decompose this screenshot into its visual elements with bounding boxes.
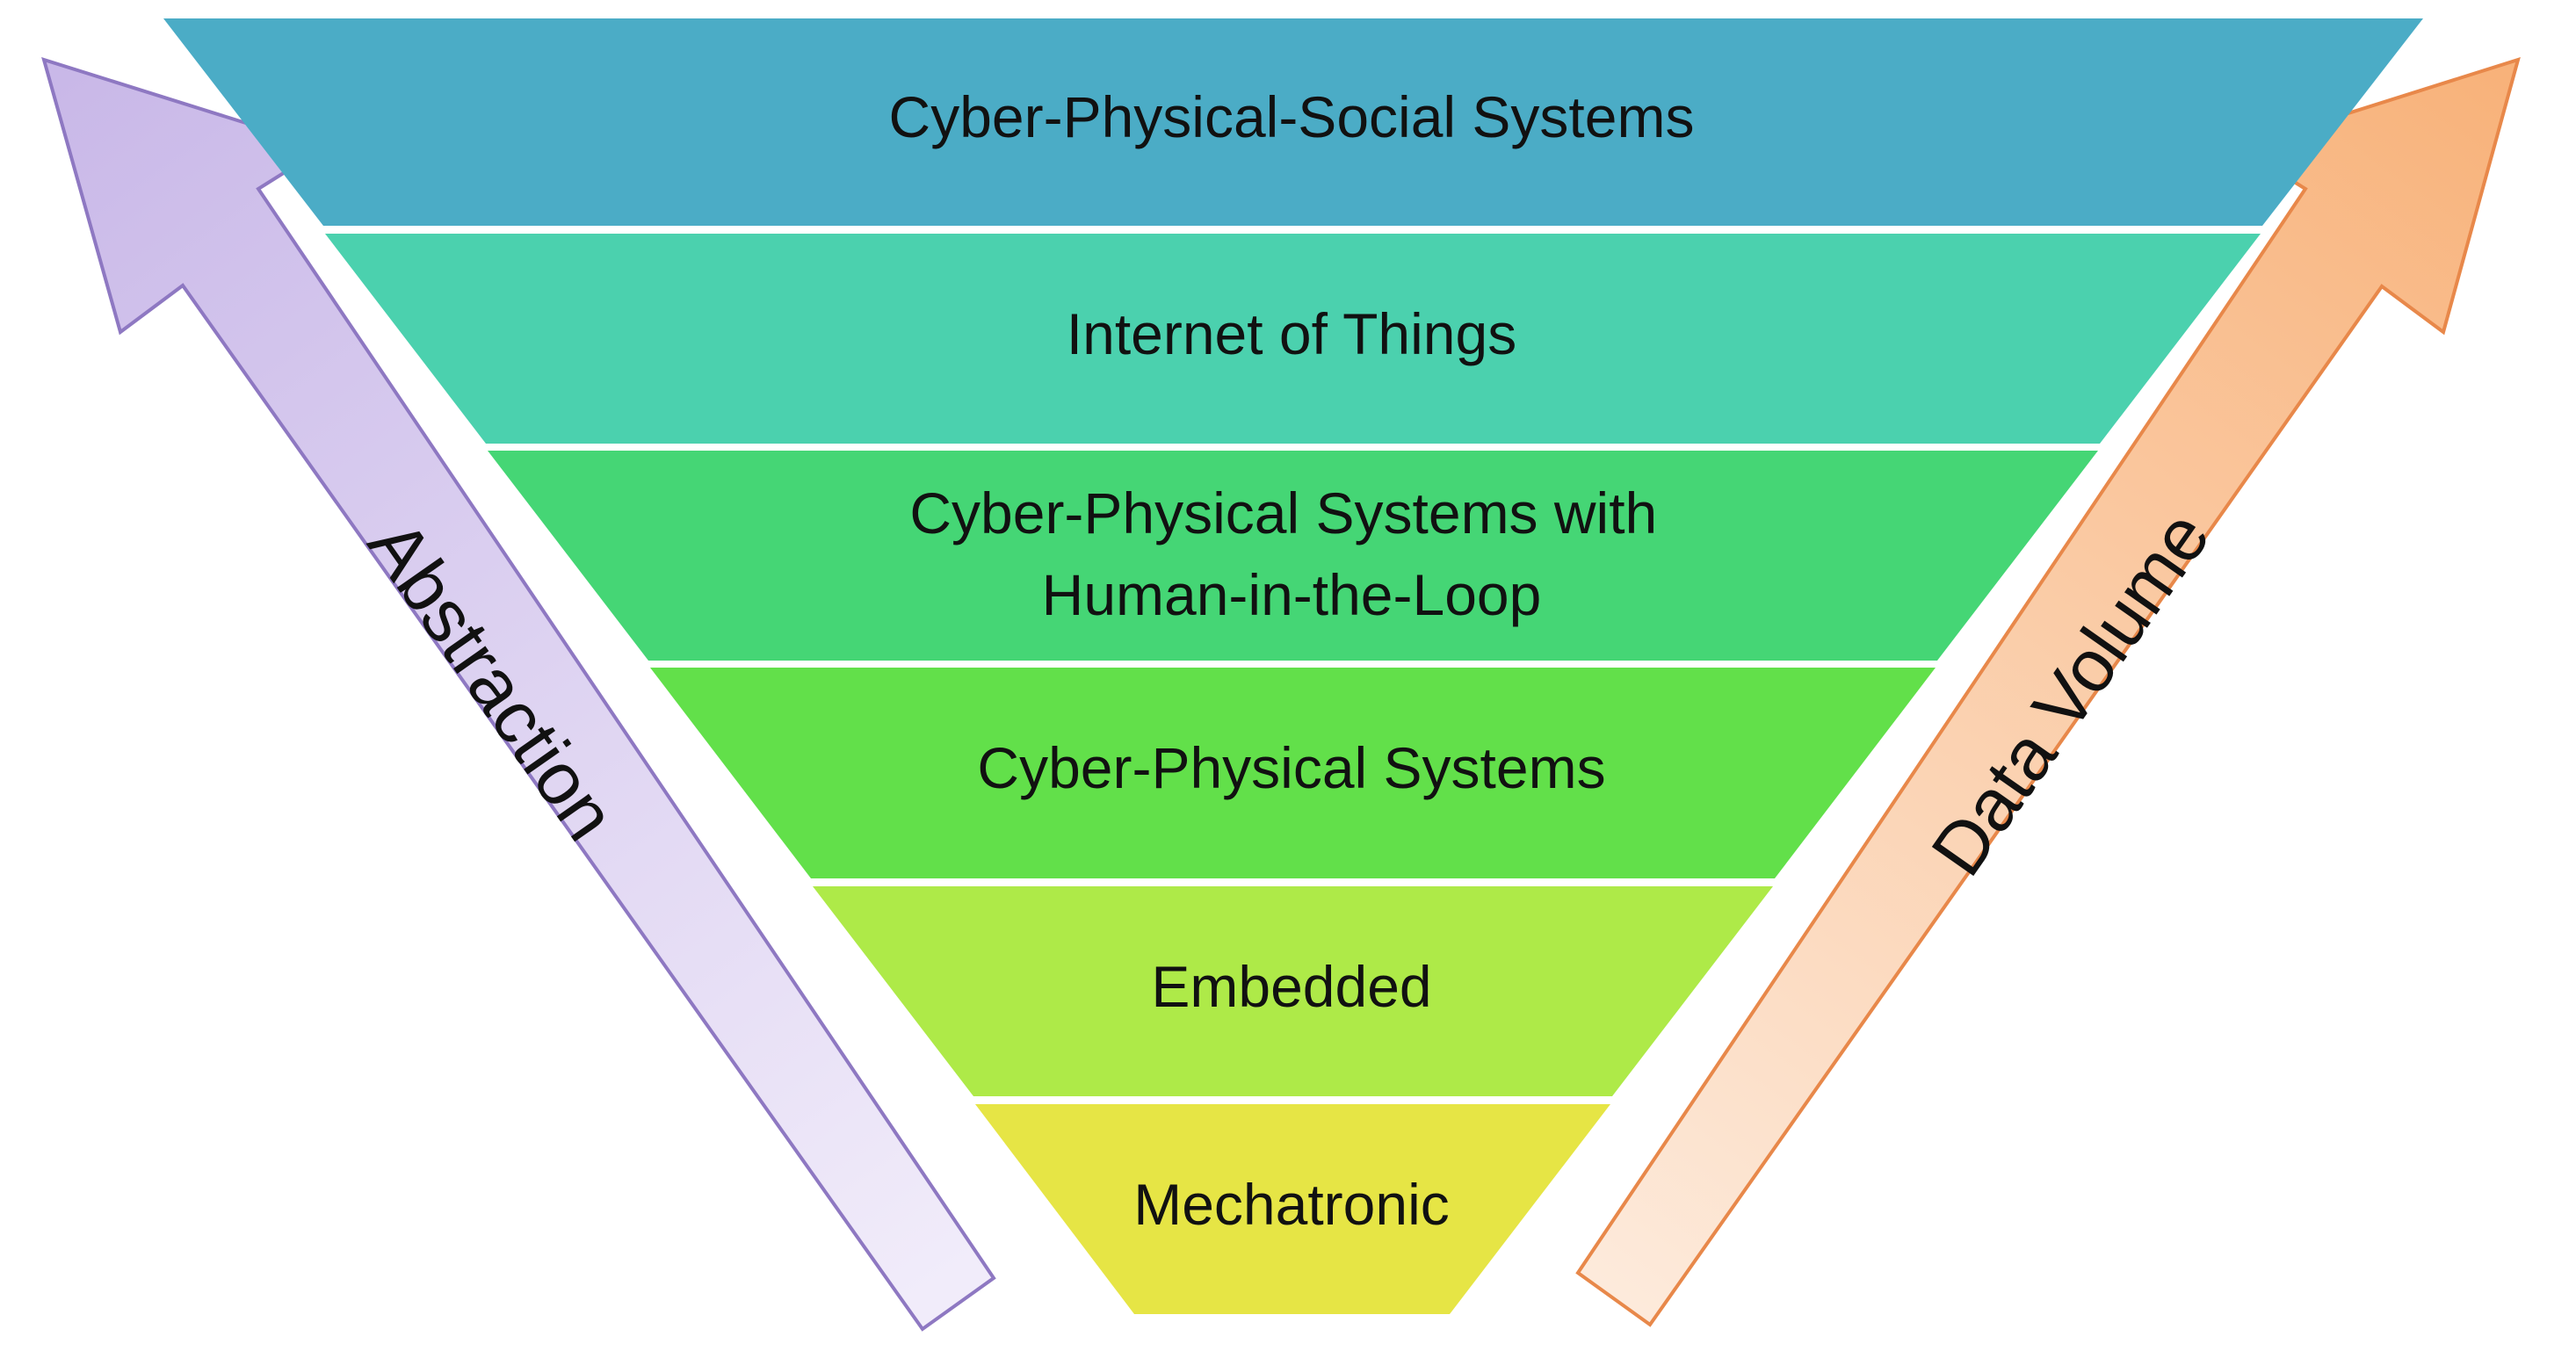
layer-label-cyber-physical-systems: Cyber-Physical Systems: [977, 735, 1605, 800]
funnel-layers: Cyber-Physical-Social Systems Internet o…: [163, 18, 2423, 1314]
layer-label-line: Cyber-Physical-Social Systems: [889, 84, 1695, 149]
layer-embedded: [813, 886, 1773, 1096]
layer-label-line: Mechatronic: [1133, 1172, 1450, 1237]
layer-label-mechatronic: Mechatronic: [1133, 1172, 1450, 1237]
layer-label-line: Embedded: [1151, 954, 1431, 1019]
layer-internet-of-things: [325, 234, 2261, 444]
layer-label-line: Human-in-the-Loop: [1042, 562, 1542, 627]
layer-label-line: Cyber-Physical Systems with: [909, 480, 1657, 545]
layer-label-line: Internet of Things: [1067, 301, 1516, 366]
layer-label-cps-human-in-the-loop: Cyber-Physical Systems with Human-in-the…: [909, 480, 1673, 627]
layer-cyber-physical-social-systems: [163, 18, 2423, 226]
layer-label-embedded: Embedded: [1151, 954, 1431, 1019]
layer-mechatronic: [975, 1104, 1610, 1314]
layer-label-line: Cyber-Physical Systems: [977, 735, 1605, 800]
layer-cps-human-in-the-loop: [488, 451, 2098, 661]
layer-label-cyber-physical-social-systems: Cyber-Physical-Social Systems: [889, 84, 1695, 149]
layer-label-internet-of-things: Internet of Things: [1067, 301, 1516, 366]
layer-cyber-physical-systems: [650, 668, 1936, 878]
abstraction-arrow-shape: [41, 56, 996, 1332]
